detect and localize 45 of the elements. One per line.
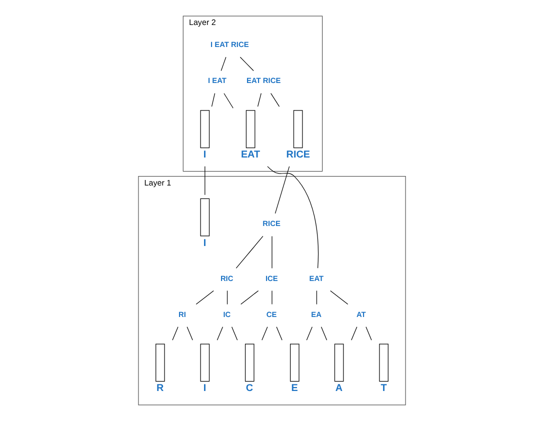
connector: [365, 326, 372, 340]
node-bar: [334, 344, 344, 382]
connector: [172, 326, 178, 340]
connector: [276, 326, 282, 340]
connector: [210, 93, 215, 107]
connector: [226, 290, 228, 305]
connector: [223, 93, 233, 108]
node-label: EAT: [240, 150, 260, 161]
node-label: C: [245, 383, 253, 394]
connector: [240, 290, 258, 305]
connector: [306, 326, 312, 340]
node-label: I: [202, 150, 206, 161]
connector: [266, 166, 318, 268]
node-label: T: [380, 383, 386, 394]
connector: [350, 326, 357, 340]
node-bar: [200, 198, 210, 236]
connector: [270, 93, 280, 107]
node-label: E: [290, 383, 298, 394]
node-bar: [290, 344, 299, 382]
node-bar: [244, 344, 254, 382]
node-bar: [200, 110, 210, 148]
connector: [220, 56, 226, 72]
connector: [316, 290, 317, 305]
node-bar: [200, 344, 210, 382]
connector: [274, 166, 290, 214]
connector: [231, 326, 238, 340]
connector: [320, 326, 327, 340]
connector: [239, 56, 254, 72]
node-label: I: [202, 238, 206, 249]
connector: [330, 290, 348, 305]
connector: [261, 326, 268, 340]
node-bar: [245, 110, 255, 148]
connector: [195, 290, 214, 305]
connector: [204, 166, 205, 196]
connector: [256, 93, 261, 107]
node-label: A: [334, 383, 342, 394]
node-label: RICE: [286, 150, 310, 161]
connector: [186, 326, 192, 340]
connector: [216, 326, 223, 340]
node-bar: [155, 344, 164, 382]
node-bar: [292, 110, 302, 148]
node-bar: [378, 344, 388, 382]
node-label: R: [156, 383, 164, 394]
connector: [235, 236, 263, 269]
node-label: I: [202, 383, 206, 394]
